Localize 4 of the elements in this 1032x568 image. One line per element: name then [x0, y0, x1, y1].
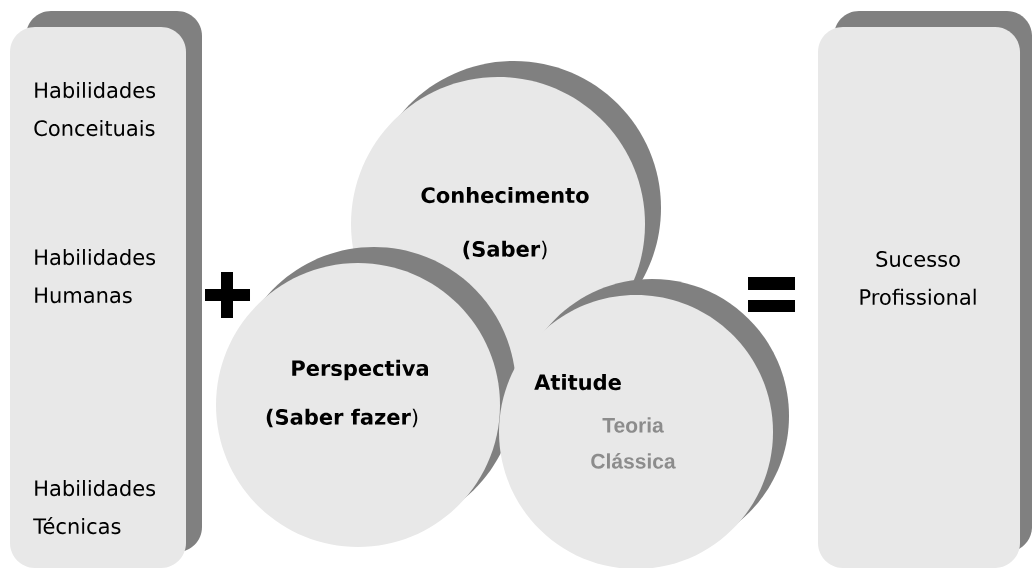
circle-node: Atitude Teoria Clássica: [499, 279, 789, 568]
rounded-panel: Habilidades Conceituais Habilidades Humanas Habilidades Técnicas: [10, 11, 202, 568]
node-label: Conhecimento: [421, 186, 589, 204]
rounded-panel: Sucesso Profissional: [818, 11, 1032, 568]
